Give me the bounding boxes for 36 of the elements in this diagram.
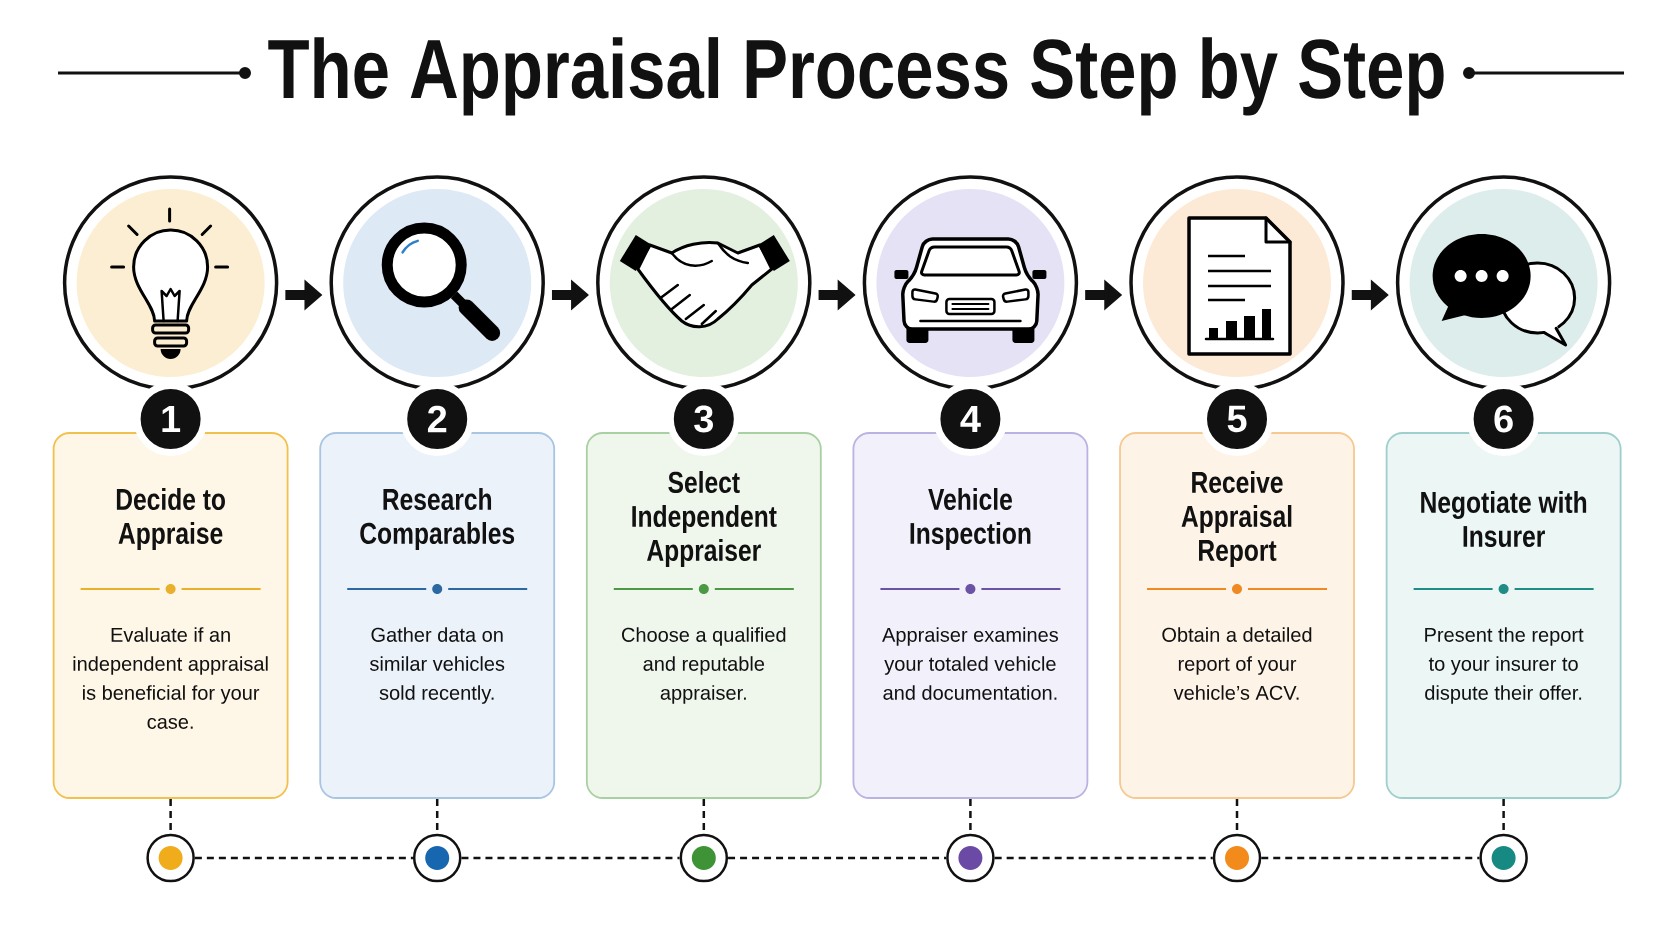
card-heading: Select Independent Appraiser [632,471,777,567]
card-text: Evaluate if an independent appraisal is beneficial for your case. [73,627,268,729]
step-card [1119,432,1355,799]
card-text: Obtain a detailed report of your vehicle’s ACV. [1162,627,1312,700]
card-heading: Decide to Appraise [116,488,225,550]
number-badge: 5 [1200,382,1274,456]
card-text: Choose a qualified and reputable appraiser. [622,627,786,704]
number-badge: 2 [400,382,475,456]
timeline-dot [946,833,995,883]
timeline-dot [1212,833,1262,883]
card-heading: Research Comparables [360,488,515,550]
card-text: Appraiser examines your totaled vehicle and documentation. [882,627,1058,700]
step-card [319,432,556,799]
timeline-dot [412,833,462,883]
card-heading: Vehicle Inspection [910,488,1031,550]
title: The Appraisal Process Step by Step [268,37,1444,116]
number-badge: 3 [666,382,741,456]
number-badge: 6 [1466,382,1541,456]
card-text: Gather data on similar vehicles sold recently. [369,627,505,704]
dashed-line [461,856,680,860]
number-badge: 4 [933,382,1008,456]
card-heading: Receive Appraisal Report [1181,471,1292,567]
number-badge: 1 [133,382,208,456]
step-card [1385,432,1622,799]
step-card [585,432,822,799]
dashed-line [1261,856,1480,860]
card-text: Present the report to your insurer to dispute their offer. [1425,627,1584,704]
step-card [52,432,289,799]
card-heading: Negotiate with Insurer [1421,491,1587,547]
timeline-dot [679,833,729,883]
timeline-dot [146,833,195,883]
dashed-line [994,856,1213,860]
timeline-dot [1479,833,1528,883]
dashed-line [728,856,947,860]
dashed-line [194,856,413,860]
step-card [852,432,1089,799]
